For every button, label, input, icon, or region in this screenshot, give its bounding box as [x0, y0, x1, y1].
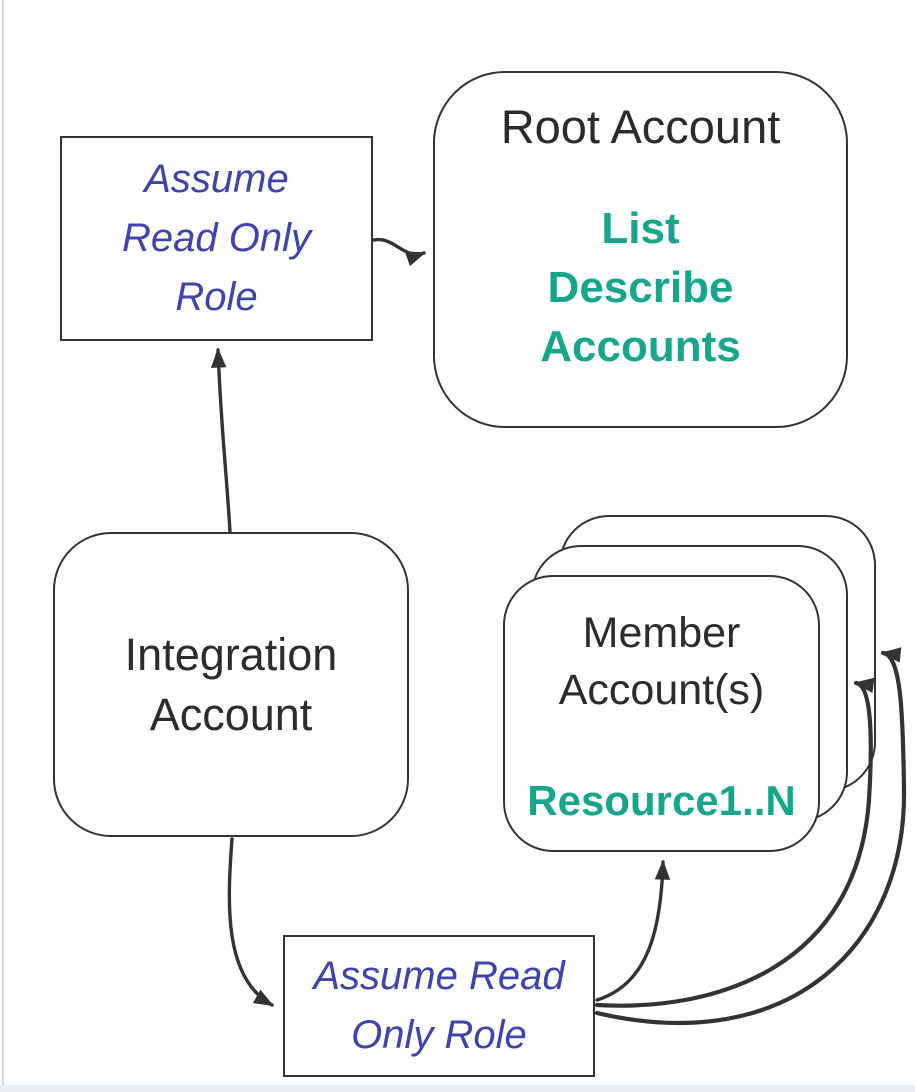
assume-read-only-role-top-label: Assume Read Only Role [122, 150, 311, 327]
assume-read-only-role-bottom-label: Assume Read Only Role [313, 947, 564, 1065]
assume-bottom-line2: Only Role [351, 1013, 527, 1057]
integration-title-line2: Account [149, 688, 313, 740]
assume-read-only-role-bottom-box: Assume Read Only Role [283, 935, 595, 1077]
assume-bottom-line1: Assume Read [313, 954, 565, 998]
assume-top-line3: Role [175, 275, 258, 319]
root-account-actions-label: List Describe Accounts [540, 199, 740, 376]
member-account-title-line1: Member [582, 609, 741, 657]
member-account-resources-label: Resource1..N [527, 777, 796, 824]
page-left-edge [2, 0, 4, 1092]
assume-top-line2: Read Only [122, 216, 311, 260]
integration-title-line1: Integration [124, 628, 338, 680]
arrow-assume-bottom-to-member-front [595, 859, 671, 1002]
arrow-assume-top-to-root [372, 237, 427, 267]
arrow-integration-to-assume-top [210, 347, 232, 534]
member-account-box: Member Account(s) Resource1..N [503, 575, 820, 852]
member-account-title-line2: Account(s) [558, 666, 765, 714]
integration-account-title: Integration Account [125, 625, 338, 745]
integration-account-box: Integration Account [53, 532, 409, 837]
page-bottom-strip [0, 1085, 915, 1092]
root-action-line2: Describe [547, 263, 734, 312]
root-account-title: Root Account [500, 100, 781, 153]
root-account-box: Root Account List Describe Accounts [433, 71, 848, 428]
root-action-line3: Accounts [540, 322, 741, 371]
assume-top-line1: Assume [144, 157, 289, 201]
assume-read-only-role-top-box: Assume Read Only Role [60, 136, 373, 341]
member-account-title: Member Account(s) [559, 605, 765, 719]
root-action-line1: List [601, 204, 680, 253]
arrow-integration-to-assume-bottom [227, 837, 274, 1007]
